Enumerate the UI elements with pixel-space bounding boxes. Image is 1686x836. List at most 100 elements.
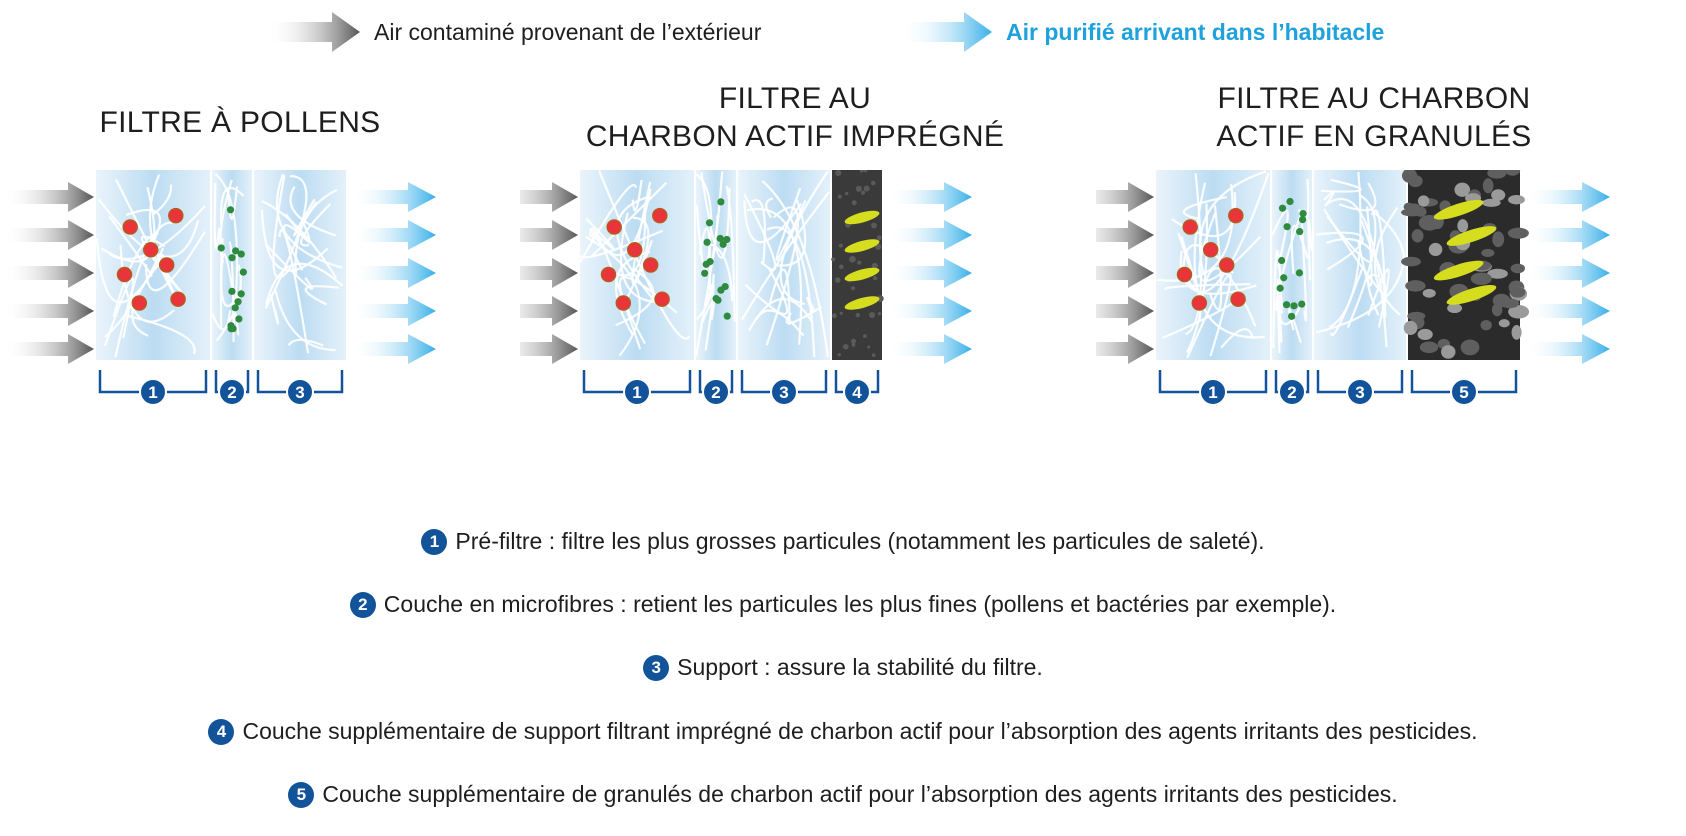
carbon-texture bbox=[838, 264, 844, 270]
carbon-texture bbox=[873, 276, 878, 281]
gas-molecule-icon bbox=[1433, 199, 1484, 220]
fiber bbox=[278, 229, 310, 354]
description-row: 3 Support : assure la stabilité du filtr… bbox=[0, 654, 1686, 681]
panel-title-line: FILTRE À POLLENS bbox=[99, 106, 381, 139]
carbon-granule bbox=[1417, 328, 1433, 341]
fiber bbox=[265, 262, 344, 305]
layer-number-badge bbox=[1199, 378, 1227, 406]
outbound-arrow-icon bbox=[1526, 258, 1610, 288]
layer-number-badge bbox=[218, 378, 246, 406]
carbon-granule bbox=[1447, 303, 1463, 314]
red-particle-icon bbox=[158, 257, 175, 273]
filter-layer bbox=[1401, 170, 1530, 360]
carbon-granule bbox=[1457, 219, 1469, 233]
outbound-arrow-icon bbox=[888, 182, 972, 212]
carbon-granule bbox=[1417, 195, 1430, 207]
green-particle-icon bbox=[723, 312, 731, 320]
fiber bbox=[1373, 206, 1401, 316]
outbound-arrow-icon bbox=[352, 220, 436, 250]
fiber bbox=[1330, 267, 1364, 337]
red-particle-icon bbox=[170, 291, 186, 307]
carbon-granule bbox=[1403, 320, 1418, 336]
carbon-granule bbox=[1422, 288, 1436, 298]
layer-number-badge bbox=[623, 378, 651, 406]
carbon-granule bbox=[1454, 182, 1471, 197]
layer-number-label: 2 bbox=[1287, 383, 1296, 402]
fiber bbox=[785, 306, 822, 325]
inbound-arrow-icon bbox=[520, 220, 578, 250]
carbon-granule bbox=[1480, 319, 1492, 331]
inbound-arrow-icon bbox=[520, 296, 578, 326]
layer-number-badge bbox=[702, 378, 730, 406]
fiber bbox=[585, 218, 615, 250]
fiber bbox=[695, 274, 715, 321]
green-particle-icon bbox=[1286, 197, 1294, 206]
carbon-texture bbox=[849, 255, 856, 263]
red-particle-icon bbox=[1228, 207, 1244, 224]
fiber bbox=[1326, 215, 1374, 263]
green-particle-icon bbox=[702, 260, 710, 268]
layer-number-label: 3 bbox=[1355, 383, 1364, 402]
fiber bbox=[119, 244, 175, 323]
carbon-granule bbox=[1487, 268, 1508, 279]
inbound-arrow-icon bbox=[1096, 220, 1154, 250]
red-particle-icon bbox=[142, 242, 159, 258]
inbound-arrow-icon bbox=[1096, 334, 1154, 364]
inbound-arrow-icon bbox=[4, 220, 94, 250]
red-particle-icon bbox=[1182, 219, 1198, 235]
fiber bbox=[1328, 171, 1362, 329]
fiber bbox=[282, 224, 311, 271]
carbon-texture bbox=[837, 194, 842, 199]
carbon-granule bbox=[1510, 263, 1526, 274]
green-particle-icon bbox=[1299, 210, 1307, 218]
inbound-arrow-icon bbox=[4, 334, 94, 364]
fiber bbox=[287, 338, 324, 347]
green-particle-icon bbox=[1290, 302, 1298, 310]
carbon-texture bbox=[863, 185, 870, 192]
green-particle-icon bbox=[714, 296, 722, 304]
description-row: 4 Couche supplémentaire de support filtr… bbox=[0, 718, 1686, 745]
fiber bbox=[591, 181, 668, 257]
layer-number-badge bbox=[286, 378, 314, 406]
red-particle-icon bbox=[642, 257, 659, 273]
carbon-texture bbox=[837, 353, 841, 357]
filter-layer bbox=[1314, 170, 1406, 360]
description-row: 2 Couche en microfibres : retient les pa… bbox=[0, 591, 1686, 618]
green-particle-icon bbox=[705, 219, 714, 227]
carbon-granule bbox=[1470, 272, 1492, 285]
inbound-arrow-icon bbox=[520, 258, 578, 288]
fiber bbox=[1288, 308, 1302, 343]
outbound-arrow-icon bbox=[1526, 334, 1610, 364]
carbon-texture bbox=[851, 343, 856, 347]
fiber bbox=[779, 170, 829, 306]
fiber-layer-bg bbox=[1156, 170, 1270, 360]
green-particle-icon bbox=[1295, 269, 1304, 277]
red-particle-icon bbox=[654, 291, 670, 307]
layer-number-label: 3 bbox=[779, 383, 788, 402]
layer-number-label: 3 bbox=[295, 383, 304, 402]
fiber bbox=[1373, 211, 1406, 260]
carbon-granule bbox=[1492, 231, 1505, 248]
green-particle-icon bbox=[232, 247, 240, 255]
description-row: 5 Couche supplémentaire de granulés de c… bbox=[0, 781, 1686, 808]
carbon-granule bbox=[1460, 339, 1480, 356]
inbound-arrow-icon bbox=[4, 258, 94, 288]
layer-number-badge bbox=[1346, 378, 1374, 406]
outbound-arrow-icon bbox=[1526, 296, 1610, 326]
green-particle-icon bbox=[227, 325, 235, 333]
fiber bbox=[1315, 257, 1406, 334]
filter-layer bbox=[1271, 170, 1313, 360]
filter-layer bbox=[1156, 170, 1270, 360]
fiber bbox=[1186, 273, 1232, 359]
carbon-texture bbox=[843, 343, 849, 350]
inbound-arrow-icon bbox=[1096, 258, 1154, 288]
carbon-granule bbox=[1482, 178, 1494, 194]
green-particle-icon bbox=[231, 304, 239, 312]
fiber bbox=[1185, 173, 1203, 336]
fiber bbox=[1346, 194, 1377, 329]
filter-layer bbox=[95, 170, 210, 360]
fiber bbox=[765, 197, 774, 219]
red-particle-icon bbox=[1191, 295, 1208, 311]
